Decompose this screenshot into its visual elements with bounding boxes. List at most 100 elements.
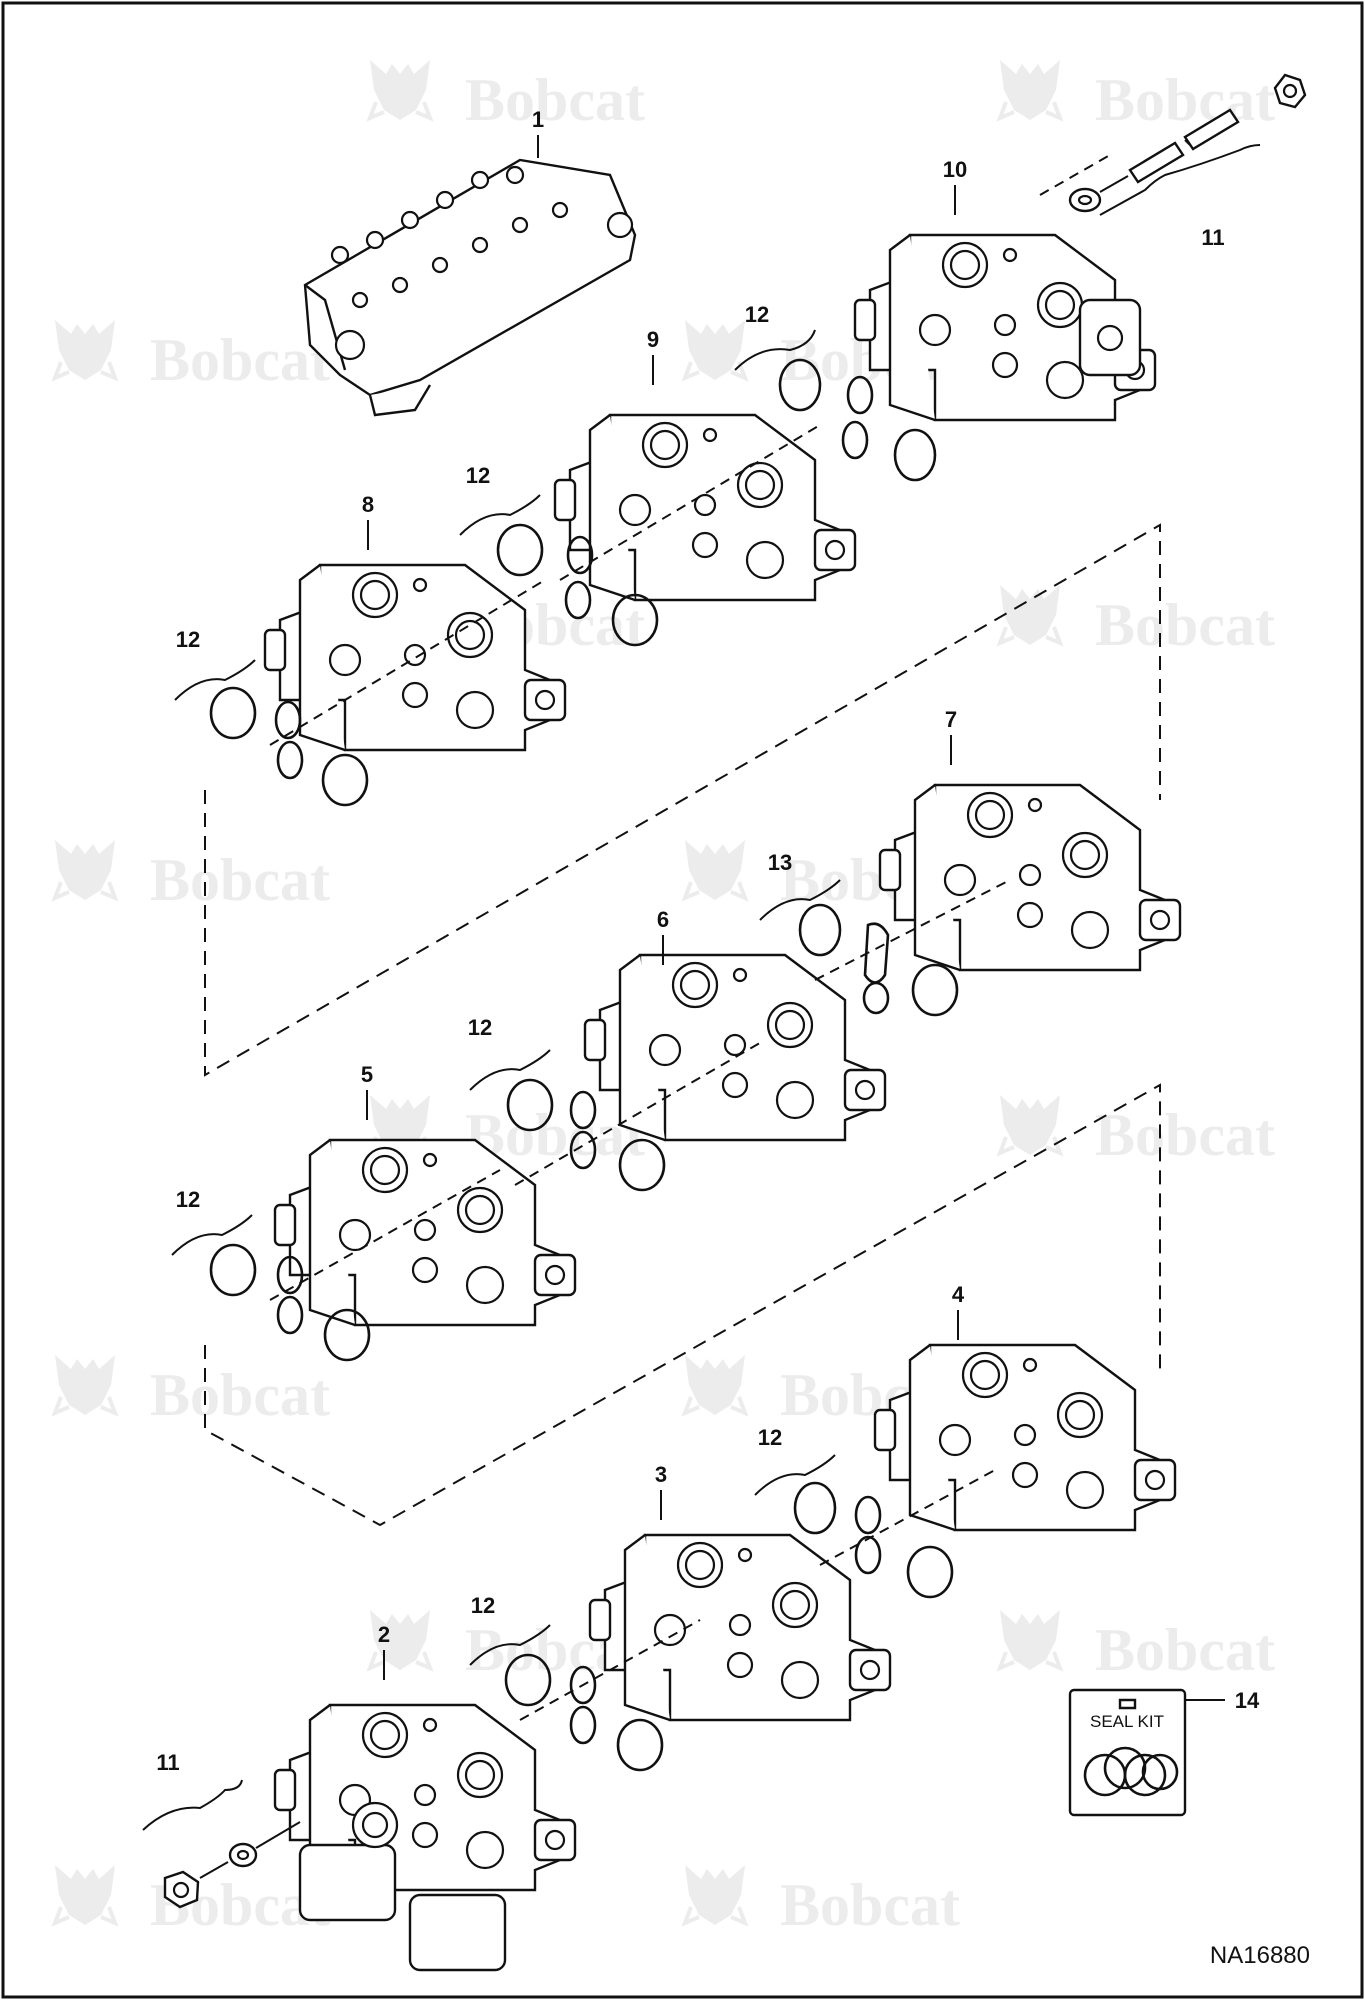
callout-12-e: 12 xyxy=(176,1187,200,1212)
callout-3: 3 xyxy=(655,1462,667,1487)
svg-text:Bobcat: Bobcat xyxy=(150,847,330,913)
seal-group-5-6 xyxy=(469,1049,666,1192)
valve-section-7 xyxy=(878,783,1182,972)
seal-kit-label: SEAL KIT xyxy=(1090,1712,1164,1731)
watermark-r7-right: Bobcat xyxy=(998,1608,1275,1683)
tie-rod-kit-top xyxy=(1068,73,1307,213)
seal-group-2-3 xyxy=(469,1624,664,1772)
assembly-axis-lines xyxy=(269,154,1111,1721)
o-ring-seal-icon xyxy=(569,1665,597,1705)
o-ring-seal-icon xyxy=(1103,1746,1147,1790)
callout-14: 14 xyxy=(1235,1688,1260,1713)
watermark-r5-right: Bobcat xyxy=(998,1093,1275,1168)
valve-section-10 xyxy=(853,233,1157,422)
o-ring-seal-icon xyxy=(323,1308,371,1362)
svg-text:Bobcat: Bobcat xyxy=(1095,592,1275,658)
callout-11-bottom: 11 xyxy=(156,1750,179,1775)
o-ring-seal-icon xyxy=(209,1243,257,1297)
o-ring-seal-icon xyxy=(496,523,544,577)
o-ring-seal-icon xyxy=(841,420,869,460)
svg-text:Bobcat: Bobcat xyxy=(780,1872,960,1938)
callout-12-f: 12 xyxy=(758,1425,782,1450)
o-ring-seal-icon xyxy=(569,1130,597,1170)
o-ring-seal-icon xyxy=(209,686,257,740)
drawing-number: NA16880 xyxy=(1210,1942,1310,1969)
o-ring-seal-icon xyxy=(611,593,659,647)
o-ring-seal-icon xyxy=(569,1090,597,1130)
o-ring-seal-icon xyxy=(276,740,304,780)
callout-11-top: 11 xyxy=(1201,225,1224,250)
o-ring-seal-icon xyxy=(893,428,937,482)
watermark-r8-center: Bobcat xyxy=(683,1863,960,1938)
o-ring-seal-icon xyxy=(862,981,890,1015)
svg-text:Bobcat: Bobcat xyxy=(150,327,330,393)
o-ring-seal-icon xyxy=(863,922,890,984)
o-ring-seal-icon xyxy=(911,963,959,1017)
valve-section-9 xyxy=(553,413,857,602)
tie-rod-kit-bottom xyxy=(163,1821,301,1909)
callout-4: 4 xyxy=(952,1282,965,1307)
valve-section-3 xyxy=(588,1533,892,1722)
callout-13: 13 xyxy=(768,850,792,875)
o-ring-seal-icon xyxy=(569,1705,597,1745)
o-ring-seal-icon xyxy=(616,1718,664,1772)
watermark-r2-left: Bobcat xyxy=(53,318,330,393)
callout-10: 10 xyxy=(943,157,967,182)
o-ring-seal-icon xyxy=(618,1138,666,1192)
watermark-r3-right: Bobcat xyxy=(998,583,1275,658)
o-ring-seal-icon xyxy=(778,358,822,412)
seal-kit-icon xyxy=(1118,1698,1137,1710)
callout-12-a: 12 xyxy=(745,302,769,327)
svg-text:Bobcat: Bobcat xyxy=(1095,1617,1275,1683)
o-ring-seal-icon xyxy=(846,375,874,415)
watermark-r4-left: Bobcat xyxy=(53,838,330,913)
callout-12-d: 12 xyxy=(468,1015,492,1040)
seal-group-6-7 xyxy=(759,879,959,1017)
callout-9: 9 xyxy=(647,327,659,352)
valve-section-6 xyxy=(583,953,887,1142)
o-ring-seal-icon xyxy=(793,1481,837,1535)
callout-5: 5 xyxy=(361,1062,373,1087)
o-ring-seal-icon xyxy=(564,580,592,620)
callout-12-g: 12 xyxy=(471,1593,495,1618)
valve-section-4 xyxy=(873,1343,1177,1532)
o-ring-seal-icon xyxy=(854,1495,882,1535)
inlet-section-2 xyxy=(273,1703,577,1972)
o-ring-seal-icon xyxy=(506,1078,554,1132)
seal-group-8-9 xyxy=(459,494,659,647)
o-ring-seal-icon xyxy=(276,1295,304,1335)
callout-12-c: 12 xyxy=(176,627,200,652)
o-ring-seal-icon xyxy=(798,903,842,957)
svg-text:Bobcat: Bobcat xyxy=(1095,67,1275,133)
svg-text:Bobcat: Bobcat xyxy=(1095,1102,1275,1168)
seal-group-9-10 xyxy=(734,329,937,482)
o-ring-seal-icon xyxy=(274,700,302,740)
o-ring-seal-icon xyxy=(1123,1753,1167,1797)
dashed-continuation-lines xyxy=(204,523,1161,1527)
assembled-valve-1 xyxy=(303,158,637,417)
seal-group-5-left xyxy=(171,1214,371,1362)
o-ring-seal-icon xyxy=(906,1545,954,1599)
watermark-r1-left: Bobcat xyxy=(368,58,645,133)
watermark-r1-right: Bobcat xyxy=(998,58,1275,133)
svg-text:Bobcat: Bobcat xyxy=(150,1362,330,1428)
callout-leaders xyxy=(142,135,1261,1831)
o-ring-seal-icon xyxy=(566,535,594,575)
seal-kit-box: SEAL KIT xyxy=(1068,1688,1187,1817)
callout-1: 1 xyxy=(532,107,544,132)
callout-7: 7 xyxy=(945,707,957,732)
o-ring-seal-icon xyxy=(504,1653,552,1707)
o-ring-seal-icon xyxy=(276,1255,304,1295)
o-ring-seal-icon xyxy=(854,1535,882,1575)
callout-8: 8 xyxy=(362,492,374,517)
callout-6: 6 xyxy=(657,907,669,932)
watermark-r6-left: Bobcat xyxy=(53,1353,330,1428)
callout-12-b: 12 xyxy=(466,463,490,488)
seal-group-8-left xyxy=(174,659,369,807)
seal-group-3-4 xyxy=(754,1454,954,1599)
svg-text:Bobcat: Bobcat xyxy=(465,67,645,133)
o-ring-seal-icon xyxy=(1141,1753,1179,1791)
callout-2: 2 xyxy=(378,1622,390,1647)
